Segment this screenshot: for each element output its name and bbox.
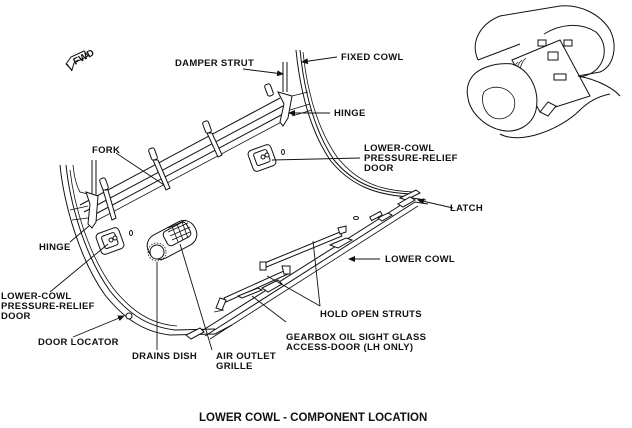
label-hinge-left: HINGE [39,242,71,253]
label-latch: LATCH [450,203,483,214]
fork [148,147,171,191]
drains-dish [147,242,167,262]
label-lcprd-right-1: LOWER-COWL [364,143,435,154]
door-locator [125,312,133,320]
fixed-cowl-outline [295,49,415,198]
lower-cowl-rail [185,189,429,340]
fwd-arrow-icon: FWD [65,47,97,72]
fork [264,83,274,97]
fork [99,177,117,221]
label-air-outlet-2: GRILLE [216,361,253,372]
gearbox-access-door [236,287,264,299]
label-gearbox-door-1: GEARBOX OIL SIGHT GLASS [286,332,426,343]
label-lcprd-right-2: PRESSURE-RELIEF [364,153,458,164]
vent-hole [353,216,359,220]
fork [202,120,223,158]
callout-labels: DAMPER STRUT FIXED COWL HINGE FORK LOWER… [1,52,483,372]
label-hinge-upper: HINGE [334,108,366,119]
label-damper-strut: DAMPER STRUT [175,58,254,69]
label-lower-cowl: LOWER COWL [385,254,455,265]
label-gearbox-door-2: ACCESS-DOOR (LH ONLY) [286,342,413,353]
label-fixed-cowl: FIXED COWL [341,52,404,63]
hinge-left [69,191,99,229]
fork-brackets [99,83,274,221]
damper-strut [91,62,288,195]
small-plate [369,210,383,222]
leader-lines [49,56,454,351]
label-door-locator: DOOR LOCATOR [38,337,119,348]
label-hold-open-struts: HOLD OPEN STRUTS [320,309,422,320]
pressure-relief-door-left [95,227,133,255]
hinge-upper [277,91,313,127]
label-lcprd-left-2: PRESSURE-RELIEF [1,301,95,312]
engine-inset-illustration [466,5,621,139]
label-fork: FORK [92,145,120,156]
label-drains-dish: DRAINS DISH [132,351,197,362]
lower-cowl-outline [59,164,233,336]
upper-hinge-rail [79,97,288,224]
hold-open-struts [213,225,347,313]
fwd-text: FWD [71,47,96,67]
label-lcprd-right-3: DOOR [364,163,394,174]
label-lcprd-left-1: LOWER-COWL [1,291,72,302]
label-air-outlet-1: AIR OUTLET [216,351,276,362]
figure-title: LOWER COWL - COMPONENT LOCATION [199,412,427,424]
pressure-relief-door-right [247,144,285,172]
label-lcprd-left-3: DOOR [1,311,31,322]
